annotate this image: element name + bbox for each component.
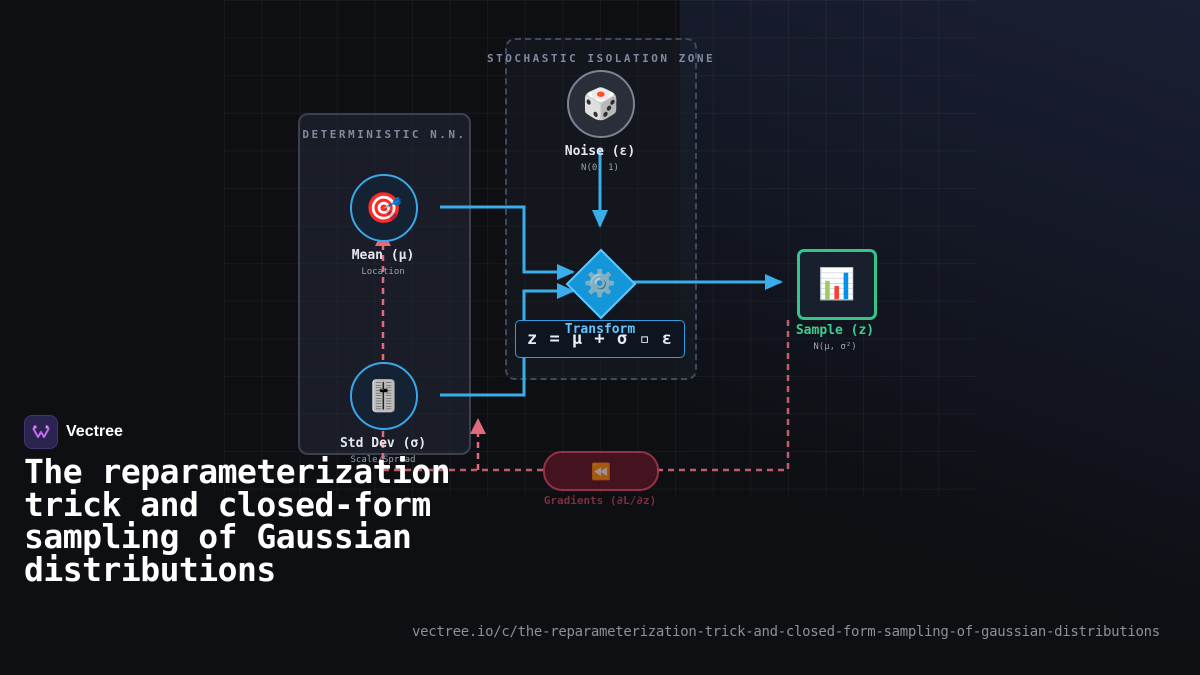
- noise-label: Noise (ε): [564, 144, 636, 159]
- noise-node: 🎲: [567, 70, 635, 138]
- gradients-label: Gradients (∂L/∂z): [543, 494, 657, 507]
- vectree-logo-icon: [24, 415, 58, 449]
- mean-node: 🎯: [350, 174, 418, 242]
- page-url: vectree.io/c/the-reparameterization-tric…: [412, 624, 1160, 640]
- sample-sub: N(μ, σ²): [813, 342, 857, 352]
- gear-icon: ⚙️: [583, 269, 617, 299]
- gradient-path-from-sample: [657, 320, 790, 472]
- std-label: Std Dev (σ): [339, 436, 427, 451]
- transform-formula: z = μ + σ ▫ ε: [515, 320, 685, 358]
- sample-node: 📊: [797, 249, 877, 320]
- background-glow: [680, 0, 1200, 675]
- rewind-icon: ⏪: [591, 461, 611, 481]
- mean-sub: Location: [361, 267, 405, 277]
- sample-label: Sample (z): [795, 323, 875, 338]
- target-icon: 🎯: [365, 190, 403, 226]
- page-title: The reparameterization trick and closed-…: [24, 452, 451, 589]
- std-sub: Scale/Spread: [350, 455, 416, 465]
- slider-icon: 🎚️: [365, 378, 403, 414]
- arrow-mean-to-transform: [440, 205, 575, 280]
- dice-icon: 🎲: [582, 86, 620, 122]
- brand-name: Vectree: [66, 423, 123, 440]
- mean-label: Mean (μ): [351, 248, 415, 263]
- deterministic-zone-title: DETERMINISTIC N.N.: [302, 128, 467, 141]
- stochastic-zone-title: STOCHASTIC ISOLATION ZONE: [487, 52, 716, 65]
- brand: Vectree: [24, 415, 123, 449]
- transform-label: Transform: [564, 322, 636, 337]
- noise-sub: N(0, 1): [581, 163, 619, 173]
- gradients-node: ⏪: [543, 451, 659, 491]
- bar-chart-icon: 📊: [818, 267, 856, 302]
- std-node: 🎚️: [350, 362, 418, 430]
